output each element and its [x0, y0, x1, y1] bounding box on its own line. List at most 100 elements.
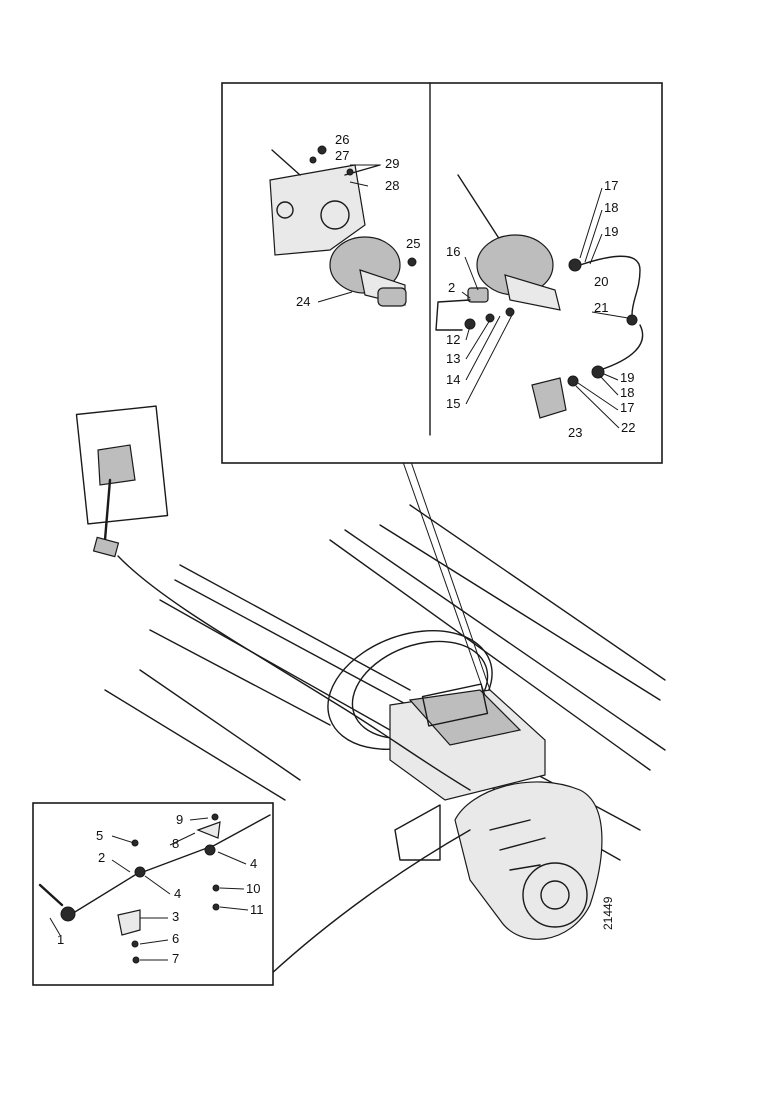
leader-line [461, 187, 629, 429]
bolt-head [309, 156, 317, 164]
chassis-rail [149, 629, 331, 726]
bolt-head [317, 145, 327, 155]
lever-end [38, 883, 64, 907]
hose-union [626, 314, 638, 326]
transmission-output-flange [522, 862, 588, 928]
clevis-joint [60, 906, 76, 922]
callout-25: 25 [406, 236, 420, 251]
push-rod [457, 174, 501, 241]
servo-cylinder-barrel [504, 274, 561, 311]
clutch-pedal-pad [92, 536, 120, 558]
fluid-reservoir [531, 377, 567, 419]
hydraulic-pipe [435, 299, 471, 331]
mounting-bracket [269, 164, 366, 256]
callout-17-lower: 17 [620, 400, 634, 415]
callout-29: 29 [385, 156, 399, 171]
chassis-rail [179, 564, 411, 691]
pivot-pin [204, 844, 216, 856]
chassis-rail [344, 529, 666, 751]
callout-2-upper: 2 [448, 280, 455, 295]
chassis-rail [104, 689, 286, 801]
linkage-rod [69, 814, 271, 916]
nut [132, 956, 140, 964]
chassis-rail [409, 504, 666, 681]
callout-3: 3 [172, 909, 179, 924]
pipe-union [464, 318, 476, 330]
inset-pointer-line [399, 429, 491, 691]
bracket-plate [394, 804, 441, 861]
callout-14: 14 [446, 372, 460, 387]
callout-20: 20 [594, 274, 608, 289]
bracket-hole [320, 200, 350, 230]
callout-11: 11 [250, 902, 264, 917]
relay-bracket [117, 909, 141, 936]
chassis-rail [329, 539, 651, 771]
callout-15: 15 [446, 396, 460, 411]
callout-23: 23 [568, 425, 582, 440]
pipe-union [485, 313, 495, 323]
callout-1: 1 [57, 932, 64, 947]
linkage-cable [269, 829, 471, 976]
leader-line [49, 817, 249, 961]
callout-2: 2 [98, 850, 105, 865]
split-pin [211, 813, 219, 821]
chassis-rail [139, 669, 301, 781]
transmission-casing [454, 781, 603, 940]
flexible-hose [599, 324, 644, 371]
chassis-view: 21449 [75, 405, 666, 976]
transmission-output-hub [540, 880, 570, 910]
callout-22: 22 [621, 420, 635, 435]
hose-union [567, 375, 579, 387]
flexible-hose [579, 255, 641, 316]
transmission-ribs [489, 819, 546, 871]
slave-cylinder-cap [377, 287, 407, 307]
split-pin [131, 839, 139, 847]
callout-9: 9 [176, 812, 183, 827]
callout-17: 17 [604, 178, 618, 193]
callout-19: 19 [604, 224, 618, 239]
callout-7: 7 [172, 951, 179, 966]
inset-frame-upper [221, 82, 663, 464]
clutch-pedal-arm [103, 478, 112, 542]
callout-12: 12 [446, 332, 460, 347]
callout-26: 26 [335, 132, 349, 147]
callout-4-left: 4 [174, 886, 181, 901]
callout-5: 5 [96, 828, 103, 843]
callout-18: 18 [604, 200, 618, 215]
callout-8: 8 [172, 836, 179, 851]
hose-union [568, 258, 582, 272]
washer [131, 940, 139, 948]
callout-6: 6 [172, 931, 179, 946]
washer [212, 884, 220, 892]
cylinder-assembly-right [435, 174, 644, 419]
relay-bracket [196, 821, 221, 839]
lower-inset [32, 802, 274, 986]
pipe-union [505, 307, 515, 317]
leader-line [317, 164, 380, 303]
hose-union [591, 365, 605, 379]
bracket-hole [276, 201, 294, 219]
inset-pointer-line [389, 424, 486, 696]
gearbox-top-plate [421, 683, 489, 727]
servo-outlet [467, 287, 489, 303]
master-cylinder [97, 444, 136, 486]
cylinder-assembly-left [269, 145, 417, 307]
pedal-bracket-plate [75, 405, 169, 525]
callout-19-lower: 19 [620, 370, 634, 385]
control-cable [117, 555, 471, 791]
callout-18-lower: 18 [620, 385, 634, 400]
chassis-rail [379, 524, 661, 701]
nut [212, 903, 220, 911]
callout-13: 13 [446, 351, 460, 366]
callout-24: 24 [296, 294, 310, 309]
fixing-bolt [271, 149, 301, 176]
callout-27: 27 [335, 148, 349, 163]
bolt-head [346, 168, 354, 176]
callout-10: 10 [246, 881, 260, 896]
bleed-nipple [407, 257, 417, 267]
inset-frame-lower [32, 802, 274, 986]
upper-inset [221, 82, 663, 464]
callout-28: 28 [385, 178, 399, 193]
pivot-pin [134, 866, 146, 878]
